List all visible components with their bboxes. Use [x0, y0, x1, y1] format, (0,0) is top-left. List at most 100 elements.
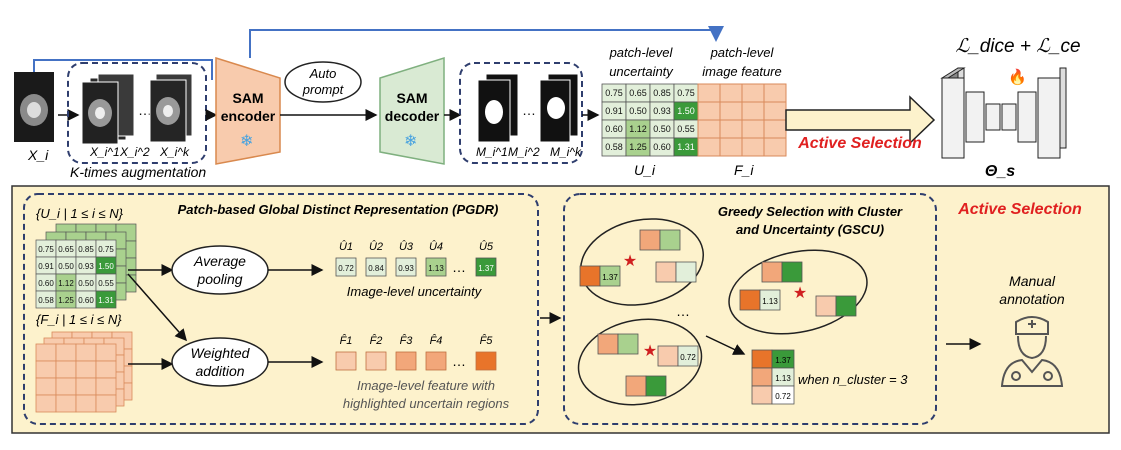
- skip-arrow-xi: [33, 59, 213, 80]
- manual-line1: Manual: [1009, 273, 1056, 289]
- masks-box: [459, 62, 583, 164]
- cluster-3: [577, 318, 703, 406]
- stack-feature-cell: [55, 394, 77, 413]
- sam-encoder-line2: encoder: [221, 108, 276, 124]
- svg-text:1.13: 1.13: [775, 374, 791, 383]
- stack-feature-cell: [95, 343, 117, 362]
- doctor-icon: [1000, 316, 1064, 387]
- u-hat-box: Û1 0.72: [335, 240, 357, 277]
- stack-feature-cell: [75, 394, 97, 413]
- sam-encoder: [215, 56, 281, 165]
- stack-feature-cell: [35, 343, 57, 362]
- uncertainty-cell: 0.93: [649, 101, 675, 121]
- feature-cell: [697, 101, 721, 121]
- svg-text:1.50: 1.50: [677, 106, 695, 116]
- f-hat-box: F̂1: [335, 333, 357, 371]
- weighted-addition-line2: addition: [195, 363, 244, 379]
- stack-feature-cell: [95, 377, 117, 396]
- star-icon: ★: [643, 343, 657, 360]
- u-hat-ellipsis: …: [452, 259, 466, 275]
- feature-cell: [697, 119, 721, 139]
- cluster-items: 1.37★1.13★0.72★: [579, 229, 857, 397]
- svg-text:0.60: 0.60: [605, 124, 623, 134]
- svg-text:0.91: 0.91: [605, 106, 623, 116]
- stack-uncertainty-cell: 0.50: [55, 256, 77, 275]
- svg-text:Û5: Û5: [479, 240, 494, 253]
- svg-text:Û2: Û2: [369, 240, 383, 253]
- u-hat-box: Û51.37: [475, 240, 497, 277]
- stack-feature-cell: [95, 360, 117, 379]
- sample-pair: [625, 375, 667, 397]
- feature-cell: [763, 119, 787, 139]
- svg-text:0.55: 0.55: [98, 279, 114, 288]
- svg-text:0.75: 0.75: [605, 88, 623, 98]
- stack-uncertainty-cell: 1.25: [55, 290, 77, 309]
- svg-text:Û1: Û1: [339, 240, 353, 253]
- sample-pair: [655, 261, 697, 283]
- cluster-dots: …: [676, 303, 690, 319]
- stack-feature-cell: [55, 343, 77, 362]
- image-level-feature-line2: highlighted uncertain regions: [343, 396, 510, 411]
- average-pooling-line1: Average: [193, 253, 246, 269]
- flame-icon: 🔥: [1008, 68, 1027, 86]
- svg-text:0.60: 0.60: [78, 296, 94, 305]
- f-hat-box: F̂3: [395, 333, 417, 371]
- active-selection-arrow: [785, 95, 936, 145]
- label-mi1: M_i^1: [476, 145, 508, 159]
- auto-prompt-line2: prompt: [302, 82, 345, 97]
- patch-feature-line1: patch-level: [710, 45, 775, 60]
- feature-cell: [741, 83, 765, 103]
- uncertainty-cell: 1.25: [625, 137, 651, 157]
- uncertainty-cell: 0.91: [601, 101, 627, 121]
- sam-decoder: [379, 56, 445, 165]
- stack-feature-cell: [35, 394, 57, 413]
- svg-text:Û3: Û3: [399, 240, 414, 253]
- sam-decoder-line1: SAM: [396, 90, 427, 106]
- pgdr-box: [23, 193, 539, 425]
- label-ui: U_i: [634, 162, 656, 178]
- svg-text:0.72: 0.72: [338, 264, 354, 273]
- svg-text:0.60: 0.60: [653, 142, 671, 152]
- f-hat-box: F̂4: [425, 333, 447, 371]
- theta-label: Θ_s: [985, 163, 1015, 180]
- svg-text:0.72: 0.72: [680, 353, 696, 362]
- pgdr-title: Patch-based Global Distinct Representati…: [178, 202, 499, 217]
- selected-sample: 1.37: [751, 349, 795, 369]
- svg-text:0.50: 0.50: [629, 106, 647, 116]
- label-xik: X_i^k: [159, 145, 190, 159]
- f-hat-box: F̂5: [475, 333, 497, 371]
- stack-uncertainty-cell: 1.31: [95, 290, 117, 309]
- sample-pair: [597, 333, 639, 355]
- label-xi2: X_i^2: [119, 145, 150, 159]
- sample-pair: 1.13: [739, 289, 781, 311]
- f-hat-box: F̂2: [365, 333, 387, 371]
- svg-text:1.12: 1.12: [58, 279, 74, 288]
- stack-uncertainty-cell: 0.91: [35, 256, 57, 275]
- stack-uncertainty-cell: 0.65: [55, 239, 77, 258]
- svg-text:0.75: 0.75: [98, 245, 114, 254]
- svg-text:0.93: 0.93: [398, 264, 414, 273]
- skip-arrow-encoder: [249, 26, 724, 58]
- uncertainty-cell: 0.75: [601, 83, 627, 103]
- stack-uncertainty-cell: 1.50: [95, 256, 117, 275]
- sample-pair: [815, 295, 857, 317]
- stack-uncertainty-cell: 0.93: [75, 256, 97, 275]
- manual-line2: annotation: [999, 291, 1065, 307]
- sample-pair: 1.37: [579, 265, 621, 287]
- feature-grid: [697, 83, 787, 157]
- svg-text:0.58: 0.58: [605, 142, 623, 152]
- snowflake-icon: ❄: [240, 133, 253, 150]
- svg-text:0.65: 0.65: [629, 88, 647, 98]
- svg-text:0.91: 0.91: [38, 262, 54, 271]
- stack-uncertainty-cell: 0.85: [75, 239, 97, 258]
- sample-pair: 0.72: [657, 345, 699, 367]
- stack-uncertainty-cell: 0.75: [35, 239, 57, 258]
- stack-uncertainty-cell: 0.60: [75, 290, 97, 309]
- uncertainty-cell: 0.75: [673, 83, 699, 103]
- stack-feature-cell: [35, 360, 57, 379]
- stack-feature-cell: [35, 377, 57, 396]
- feature-cell: [719, 137, 743, 157]
- uncertainty-cell: 1.31: [673, 137, 699, 157]
